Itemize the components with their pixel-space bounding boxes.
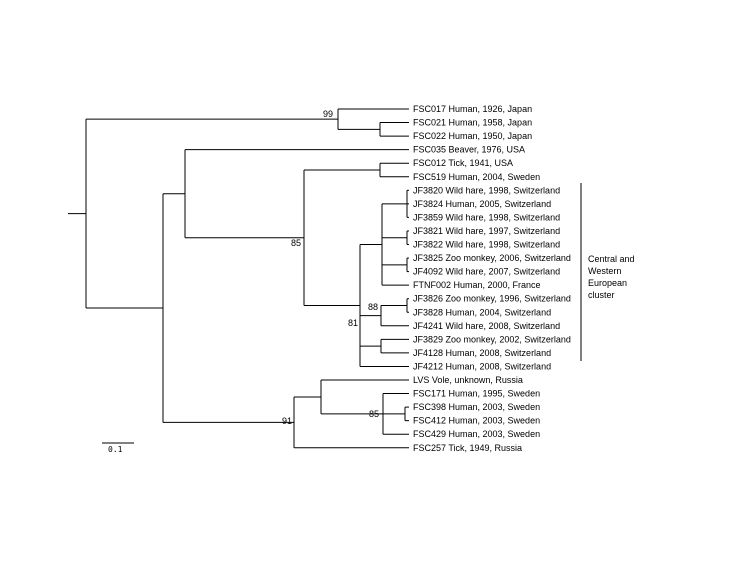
support-value-inner-cluster: 88 bbox=[368, 302, 378, 312]
leaf-label-24: FSC429 Human, 2003, Sweden bbox=[413, 429, 540, 439]
clade-label-line-3: European bbox=[588, 278, 627, 288]
leaf-label-0: FSC017 Human, 1926, Japan bbox=[413, 104, 532, 114]
leaf-label-25: FSC257 Tick, 1949, Russia bbox=[413, 443, 522, 453]
leaf-label-17: JF3829 Zoo monkey, 2002, Switzerland bbox=[413, 334, 571, 344]
clade-label: Central and Western European cluster bbox=[588, 254, 635, 300]
leaf-label-21: FSC171 Human, 1995, Sweden bbox=[413, 389, 540, 399]
leaf-label-19: JF4212 Human, 2008, Switzerland bbox=[413, 361, 551, 371]
support-value-central-western-cluster: 81 bbox=[348, 318, 358, 328]
leaf-label-3: FSC035 Beaver, 1976, USA bbox=[413, 145, 525, 155]
leaf-label-11: JF3825 Zoo monkey, 2006, Switzerland bbox=[413, 253, 571, 263]
leaf-label-14: JF3826 Zoo monkey, 1996, Switzerland bbox=[413, 294, 571, 304]
leaf-label-2: FSC022 Human, 1950, Japan bbox=[413, 131, 532, 141]
tree-branches bbox=[68, 108, 409, 449]
leaf-label-23: FSC412 Human, 2003, Sweden bbox=[413, 416, 540, 426]
leaf-label-16: JF4241 Wild hare, 2008, Switzerland bbox=[413, 321, 560, 331]
support-value-european-clade: 85 bbox=[291, 238, 301, 248]
leaf-label-7: JF3824 Human, 2005, Switzerland bbox=[413, 199, 551, 209]
clade-label-line-2: Western bbox=[588, 266, 621, 276]
leaf-label-22: FSC398 Human, 2003, Sweden bbox=[413, 402, 540, 412]
leaf-label-5: FSC519 Human, 2004, Sweden bbox=[413, 172, 540, 182]
leaf-label-10: JF3822 Wild hare, 1998, Switzerland bbox=[413, 240, 560, 250]
support-value-holarctica-clade: 91 bbox=[282, 416, 292, 426]
leaf-label-20: LVS Vole, unknown, Russia bbox=[413, 375, 523, 385]
support-value-japan-clade: 99 bbox=[323, 109, 333, 119]
leaf-label-18: JF4128 Human, 2008, Switzerland bbox=[413, 348, 551, 358]
leaf-label-6: JF3820 Wild hare, 1998, Switzerland bbox=[413, 185, 560, 195]
leaf-label-1: FSC021 Human, 1958, Japan bbox=[413, 118, 532, 128]
leaf-label-15: JF3828 Human, 2004, Switzerland bbox=[413, 307, 551, 317]
support-value-sweden-subclade: 85 bbox=[369, 409, 379, 419]
clade-label-line-1: Central and bbox=[588, 254, 635, 264]
leaf-label-12: JF4092 Wild hare, 2007, Switzerland bbox=[413, 267, 560, 277]
clade-label-line-4: cluster bbox=[588, 290, 615, 300]
leaf-label-9: JF3821 Wild hare, 1997, Switzerland bbox=[413, 226, 560, 236]
leaf-label-13: FTNF002 Human, 2000, France bbox=[413, 280, 541, 290]
leaf-label-4: FSC012 Tick, 1941, USA bbox=[413, 158, 513, 168]
scale-bar-label: 0.1 bbox=[108, 445, 123, 454]
leaf-label-8: JF3859 Wild hare, 1998, Switzerland bbox=[413, 212, 560, 222]
